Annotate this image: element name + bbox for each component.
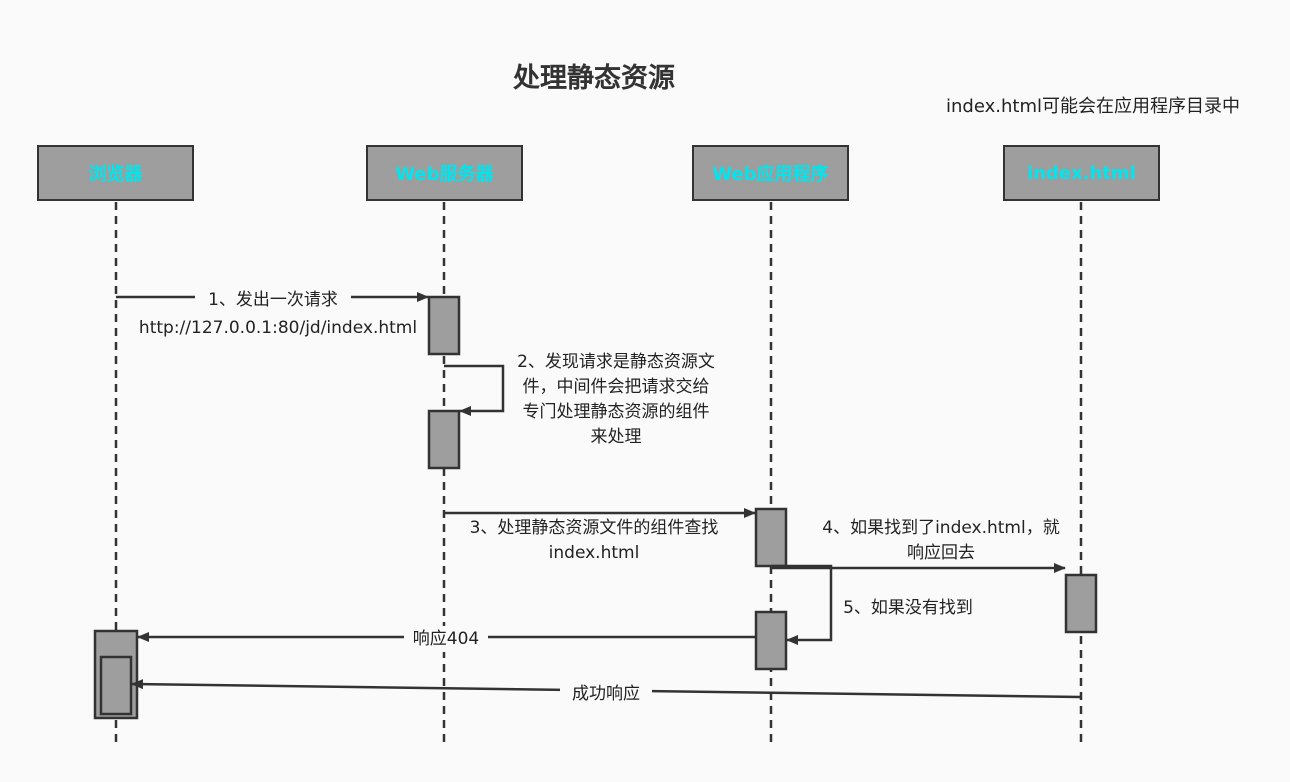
activation-index-1 (1064, 573, 1098, 634)
label-response-404: 响应404 (404, 626, 488, 652)
actor-browser: 浏览器 (37, 145, 194, 201)
actor-index-html: index.html (1003, 145, 1160, 201)
activation-server-2 (427, 409, 461, 470)
label-success: 成功响应 (560, 681, 652, 707)
arrow-not-found (771, 564, 833, 645)
activation-app-2 (754, 610, 788, 671)
label-request-url: http://127.0.0.1:80/jd/index.html (138, 318, 418, 338)
actor-web-server: Web服务器 (366, 145, 523, 201)
label-handover-4: 来处理 (590, 427, 642, 447)
label-lookup-1: 3、处理静态资源文件的组件查找 (469, 518, 719, 538)
label-found-1: 4、如果找到了index.html，就 (822, 518, 1060, 538)
label-lookup-2: index.html (548, 543, 640, 563)
label-handover-2: 件，中间件会把请求交给 (522, 377, 710, 397)
activation-browser-inner (99, 655, 133, 716)
label-not-found: 5、如果没有找到 (843, 598, 973, 618)
activation-server-1 (427, 295, 461, 356)
note-index-location: index.html可能会在应用程序目录中 (946, 96, 1240, 117)
arrow-self-handover (444, 364, 505, 416)
label-found-2: 响应回去 (907, 543, 975, 563)
label-handover-1: 2、发现请求是静态资源文 (517, 352, 715, 372)
actor-web-app: Web应用程序 (692, 145, 849, 201)
diagram-title: 处理静态资源 (513, 63, 675, 94)
label-handover-3: 专门处理静态资源的组件 (522, 402, 710, 422)
label-request: 1、发出一次请求 (195, 287, 351, 313)
activation-app-1 (754, 507, 788, 568)
